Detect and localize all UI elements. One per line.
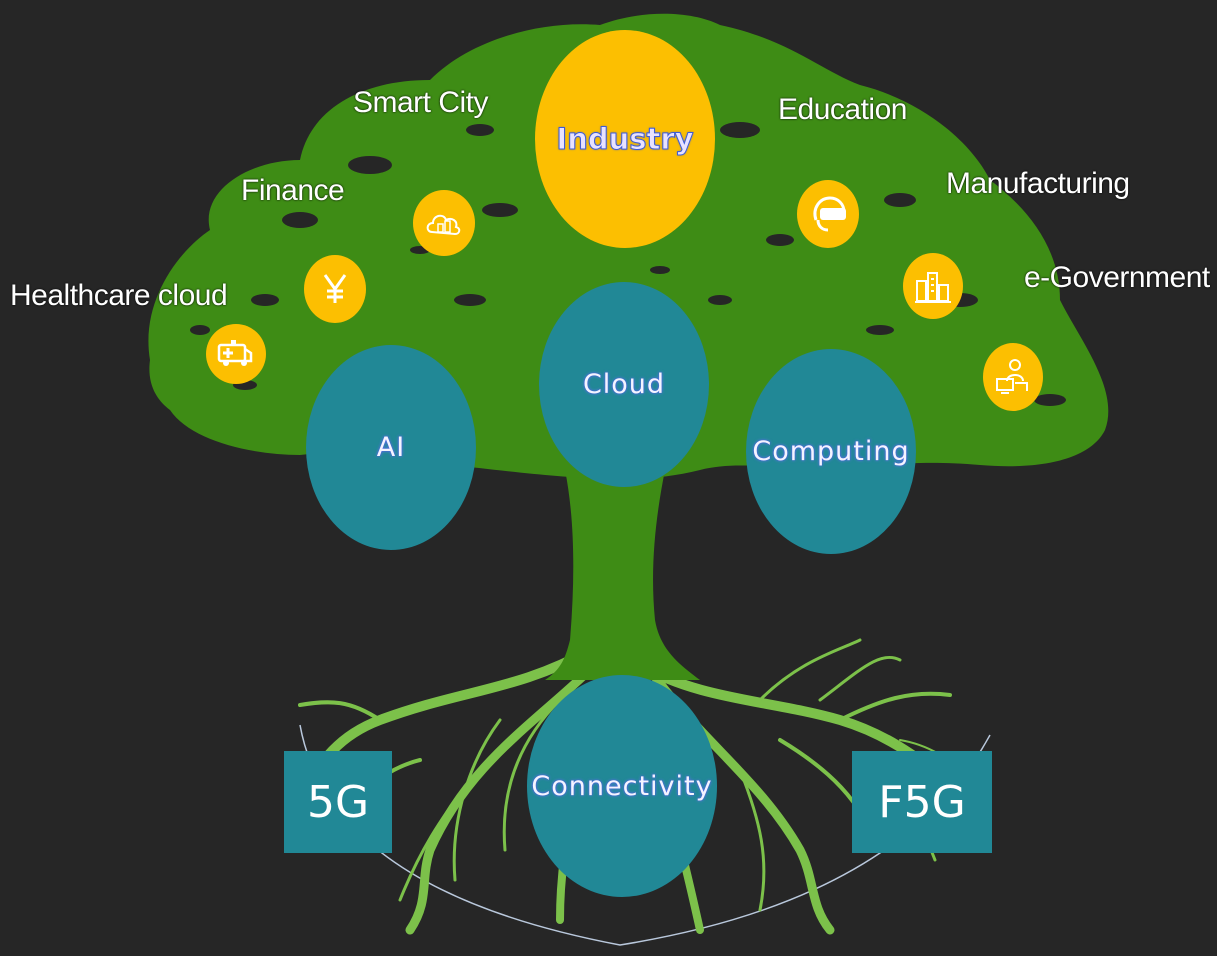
connectivity-circle: Connectivity — [527, 675, 717, 897]
yen-icon — [304, 255, 366, 323]
education-label: Education — [778, 93, 907, 126]
connectivity-label: Connectivity — [531, 770, 713, 802]
industry-label: Industry — [556, 122, 694, 157]
cloud-label: Cloud — [582, 369, 666, 400]
computing-label: Computing — [752, 436, 910, 467]
factory-buildings-icon — [903, 253, 963, 319]
f5g-box: F5G — [852, 751, 992, 853]
healthcare-cloud-label: Healthcare cloud — [10, 279, 228, 312]
cloud-city-icon — [413, 190, 475, 256]
tree-trunk — [545, 470, 700, 680]
cloud-circle: Cloud — [539, 282, 709, 487]
e-government-label: e-Government — [1024, 261, 1210, 294]
5g-box: 5G — [284, 751, 392, 853]
ai-label: AI — [376, 432, 406, 463]
industry-circle: Industry — [535, 30, 715, 248]
5g-label: 5G — [306, 776, 370, 828]
manufacturing-label: Manufacturing — [946, 167, 1130, 200]
f5g-label: F5G — [878, 776, 966, 828]
vr-headset-icon — [797, 180, 859, 248]
ambulance-icon — [206, 324, 266, 384]
person-computer-icon — [983, 343, 1043, 411]
finance-label: Finance — [241, 174, 345, 207]
smart-city-label: Smart City — [353, 86, 489, 119]
ai-circle: AI — [306, 345, 476, 550]
computing-circle: Computing — [746, 349, 916, 554]
